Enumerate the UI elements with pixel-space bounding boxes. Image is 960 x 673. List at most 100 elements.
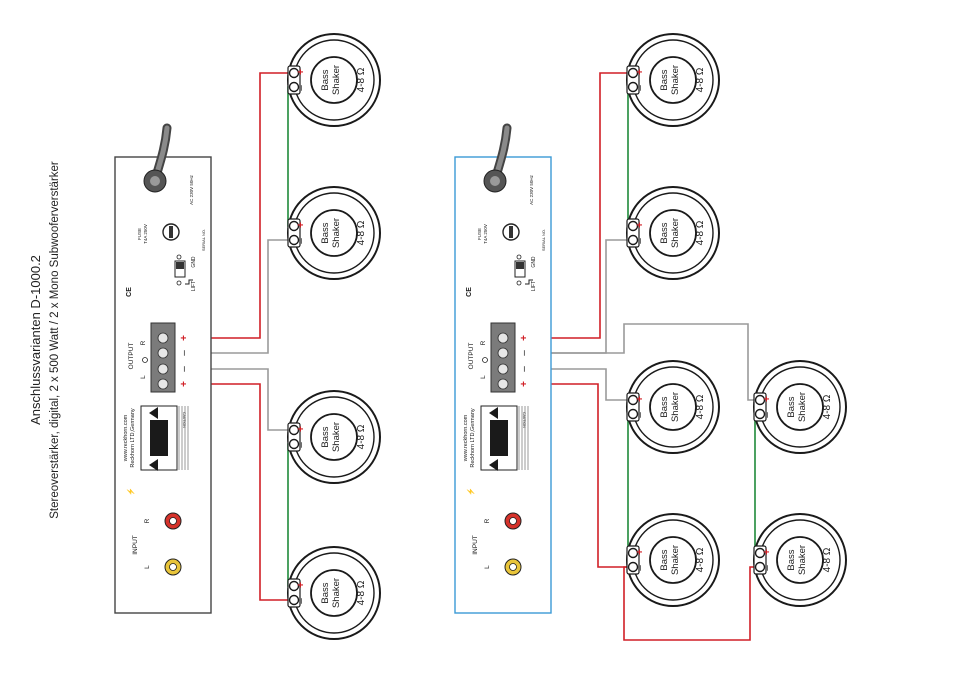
- input-channel-l: L: [484, 565, 491, 569]
- output-minus-l: –: [519, 366, 530, 372]
- fuse-rating: T4A 250V: [143, 224, 148, 244]
- warning-icon: [149, 459, 158, 471]
- caution-word: CAUTION: [182, 412, 186, 428]
- input-label: INPUT: [132, 535, 139, 555]
- fuse-rating: T4A 250V: [483, 224, 488, 244]
- output-plus-r: +: [179, 335, 190, 341]
- maker-name: Reckhorn LTD,Germany: [470, 408, 476, 467]
- shaker-plus: +: [762, 549, 773, 555]
- output-minus-r: –: [519, 350, 530, 356]
- warning-icon: [149, 407, 158, 419]
- warning-icon: [489, 459, 498, 471]
- shaker-label-shaker: Shaker: [331, 218, 342, 248]
- shaker-impedance: 4-8 Ω: [356, 220, 367, 245]
- shaker-label-shaker: Shaker: [331, 65, 342, 95]
- shaker-plus: +: [635, 549, 646, 555]
- shaker-impedance: 4-8 Ω: [356, 580, 367, 605]
- shaker-label-shaker: Shaker: [670, 218, 681, 248]
- wire-negative: [538, 368, 633, 401]
- power-cord-core: [490, 176, 500, 186]
- shaker-impedance: 4-8 Ω: [356, 67, 367, 92]
- caution-word: CAUTION: [522, 412, 526, 428]
- shaker-plus: +: [762, 396, 773, 402]
- wire-positive: [198, 72, 294, 339]
- shaker-label-shaker: Shaker: [670, 65, 681, 95]
- wire-positive: [198, 383, 294, 601]
- maker-url: www.reckhorn.com: [463, 414, 469, 462]
- input-label: INPUT: [472, 535, 479, 555]
- shaker-plus: +: [296, 582, 307, 588]
- lift-label: LIFT: [191, 281, 197, 291]
- wire-negative: [198, 368, 294, 431]
- shaker-label-bass: Bass: [659, 69, 670, 90]
- output-channel-l: L: [140, 375, 147, 379]
- switch-marker: [516, 254, 522, 260]
- shaker-plus: +: [635, 396, 646, 402]
- power-cord-core: [150, 176, 160, 186]
- gnd-label: GND: [191, 256, 197, 268]
- warning-icon: [489, 407, 498, 419]
- ground-symbol: [185, 279, 193, 285]
- shaker-plus: +: [296, 222, 307, 228]
- output-plus-l: +: [519, 381, 530, 387]
- shaker-minus: –: [296, 238, 307, 244]
- output-terminal: [497, 332, 509, 344]
- shaker-minus: –: [635, 238, 646, 244]
- rca-input-r-pin: [509, 517, 517, 525]
- switch-lever: [516, 262, 524, 269]
- shaker-minus: –: [296, 598, 307, 604]
- fuse-slot: [509, 226, 513, 238]
- diagram-subtitle: Stereoverstärker, digital, 2 x 500 Watt …: [49, 161, 61, 519]
- shaker-label-bass: Bass: [320, 582, 331, 603]
- output-terminal: [497, 347, 509, 359]
- output-channel-r: R: [140, 340, 147, 345]
- input-channel-l: L: [144, 565, 151, 569]
- shaker-impedance: 4-8 Ω: [822, 547, 833, 572]
- amp-mains-label: AC 230V 50Hz: [529, 174, 534, 205]
- shaker-impedance: 4-8 Ω: [695, 220, 706, 245]
- wire-bridge: [287, 443, 294, 587]
- wire-negative: [198, 239, 294, 354]
- shaker-minus: –: [762, 565, 773, 571]
- shaker-label-bass: Bass: [320, 69, 331, 90]
- serial-label: SERIAL NO.: [201, 229, 206, 251]
- wire-positive: [538, 72, 633, 339]
- shaker-impedance: 4-8 Ω: [822, 394, 833, 419]
- output-channel-l: L: [480, 375, 487, 379]
- ce-mark: CE: [126, 287, 133, 297]
- wire-positive: [538, 383, 633, 568]
- input-channel-r: R: [484, 518, 491, 523]
- shaker-label-bass: Bass: [320, 222, 331, 243]
- maker-url: www.reckhorn.com: [123, 414, 129, 462]
- shaker-label-bass: Bass: [659, 549, 670, 570]
- ground-symbol: [525, 279, 533, 285]
- fuse-label: FUSE: [137, 228, 142, 240]
- fuse-slot: [169, 226, 173, 238]
- maker-name: Reckhorn LTD,Germany: [130, 408, 136, 467]
- amp-mains-label: AC 230V 50Hz: [189, 174, 194, 205]
- output-indicator: [482, 357, 488, 363]
- shaker-label-bass: Bass: [659, 396, 670, 417]
- caution-plate: [150, 420, 168, 456]
- gnd-label: GND: [531, 256, 537, 268]
- wire-bridge: [754, 413, 760, 554]
- rca-input-l-pin: [509, 563, 517, 571]
- recycle-icon: ⚡: [126, 488, 135, 497]
- shaker-label-shaker: Shaker: [670, 392, 681, 422]
- output-terminal: [497, 378, 509, 390]
- output-label: OUTPUT: [128, 343, 135, 370]
- output-terminal: [157, 332, 169, 344]
- shaker-impedance: 4-8 Ω: [695, 547, 706, 572]
- output-indicator: [142, 357, 148, 363]
